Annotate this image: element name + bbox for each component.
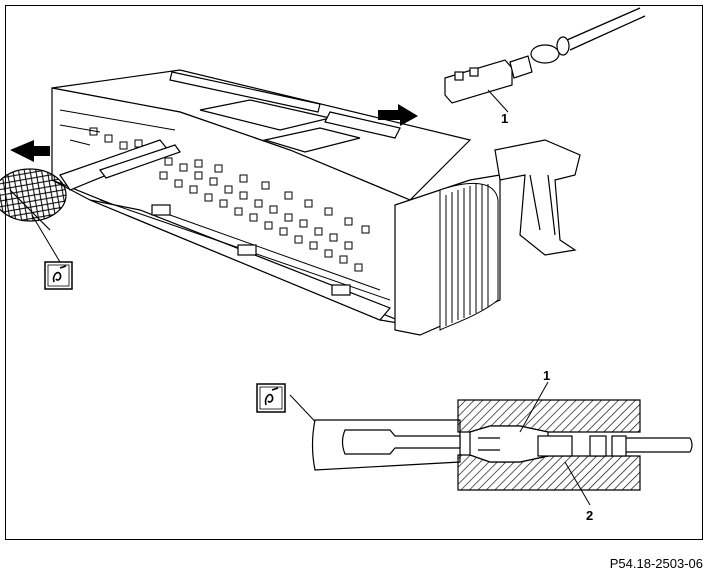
housing-cross-section [457, 399, 641, 491]
terminal-cavities [89, 127, 370, 272]
callout-1-upper: 1 [501, 111, 508, 126]
tool-symbol-upper [31, 214, 73, 290]
locking-bracket [494, 139, 581, 256]
wire [566, 7, 646, 51]
ribbed-end-cap [439, 182, 499, 331]
insert-arrow-left [10, 140, 50, 162]
terminal-contact [444, 36, 570, 104]
tool-handle-knurled [0, 168, 67, 222]
callout-1-lower: 1 [543, 368, 550, 383]
connector-housing [51, 69, 581, 336]
figure-code: P54.18-2503-06 [609, 556, 703, 571]
pull-arrow-right [378, 104, 418, 126]
tool-shaft-section [311, 419, 461, 471]
release-tool [0, 139, 181, 231]
tool-symbol-lower [256, 383, 326, 433]
callout-2-lower: 2 [586, 508, 593, 523]
wire-section [626, 437, 693, 453]
figure-frame [5, 5, 703, 540]
